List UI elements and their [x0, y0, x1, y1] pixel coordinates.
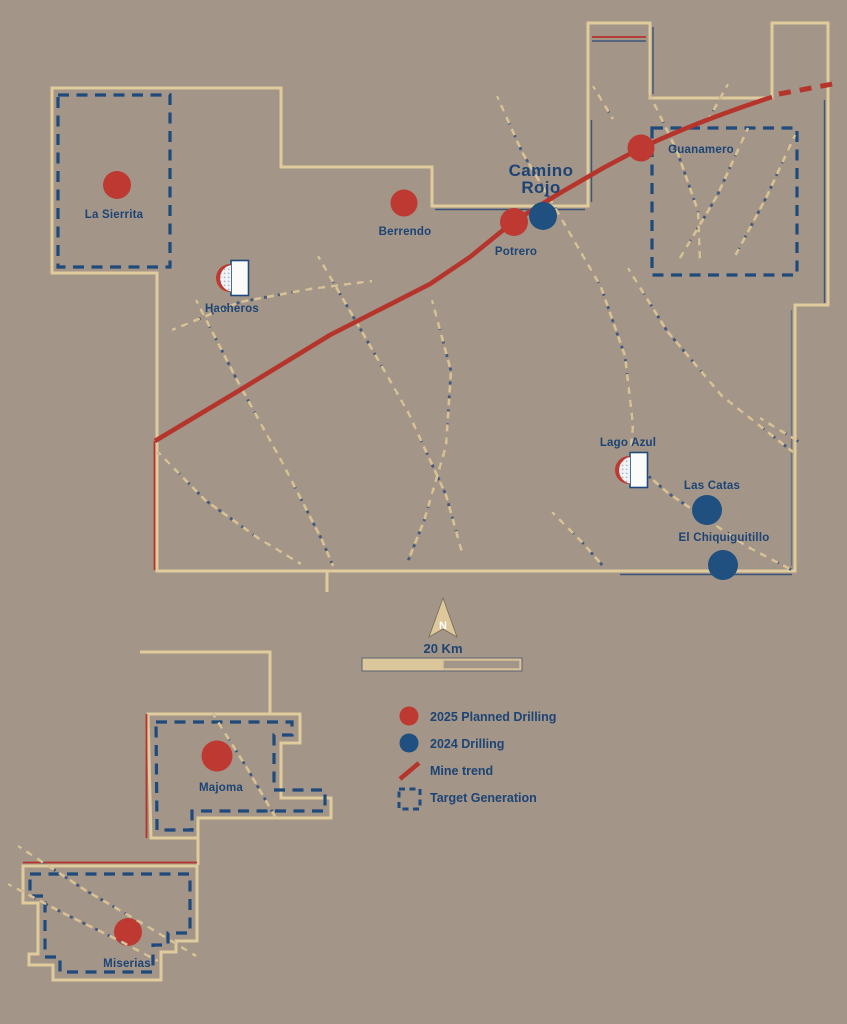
legend-item-2024-drilling: 2024 Drilling [399, 733, 504, 753]
north-arrow: N [428, 596, 458, 638]
boundary-navy-accents [435, 27, 826, 576]
mine-trend-line [153, 80, 839, 443]
map-title-line2: Rojo [521, 178, 560, 197]
marker-la-sierrita [103, 171, 131, 199]
north-label: N [439, 620, 447, 632]
marker-las-catas [692, 495, 722, 525]
scale-bar [361, 657, 523, 672]
legend-label-2025: 2025 Planned Drilling [430, 710, 556, 724]
marker-potrero-2024 [529, 202, 557, 230]
marker-majoma [201, 740, 233, 772]
label-berrendo: Berrendo [379, 226, 432, 238]
target-zone-la-sierrita [56, 93, 172, 269]
label-las-catas: Las Catas [684, 480, 740, 492]
boundary-red-accents [23, 36, 646, 864]
marker-guanamero [627, 134, 655, 162]
blue-circle-icon [399, 733, 419, 753]
target-zone-guanamero [650, 126, 799, 277]
marker-el-chiquiguitillo [708, 550, 738, 580]
legend-item-2025-planned: 2025 Planned Drilling [399, 706, 556, 726]
miserias-claim-outline [21, 864, 199, 982]
marker-hacheros [216, 259, 250, 297]
legend-item-target-generation: Target Generation [397, 787, 537, 811]
label-potrero: Potrero [495, 246, 537, 258]
label-el-chiquiguitillo: El Chiquiguitillo [679, 532, 770, 544]
marker-berrendo [390, 189, 418, 217]
drill-markers [103, 134, 738, 772]
scale-label: 20 Km [423, 641, 462, 656]
target-generation-zones [28, 93, 799, 974]
label-hacheros: Hacheros [205, 303, 259, 315]
label-miserias: Miserias [103, 958, 151, 970]
mine-trend-dashed-extension [778, 80, 839, 97]
map-title-line1: Camino [509, 161, 574, 180]
label-la-sierrita: La Sierrita [85, 209, 144, 221]
label-majoma: Majoma [199, 782, 243, 794]
label-guanamero: Guanamero [668, 144, 734, 156]
red-circle-icon [399, 706, 419, 726]
label-lago-azul: Lago Azul [600, 437, 656, 449]
site-labels: La Sierrita Hacheros Berrendo Potrero Gu… [85, 144, 770, 970]
red-line-icon [398, 761, 421, 781]
legend-label-target-generation: Target Generation [430, 791, 537, 805]
map-legend: 2025 Planned Drilling 2024 Drilling Mine… [397, 706, 556, 811]
marker-lago-azul [615, 451, 649, 489]
legend-label-mine-trend: Mine trend [430, 764, 493, 778]
majoma-connector [140, 650, 272, 714]
dashed-square-icon [397, 787, 422, 811]
majoma-claim-outline [146, 712, 333, 840]
legend-label-2024: 2024 Drilling [430, 737, 504, 751]
marker-potrero-2025 [500, 208, 528, 236]
marker-miserias [114, 918, 142, 946]
legend-item-mine-trend: Mine trend [398, 761, 493, 781]
